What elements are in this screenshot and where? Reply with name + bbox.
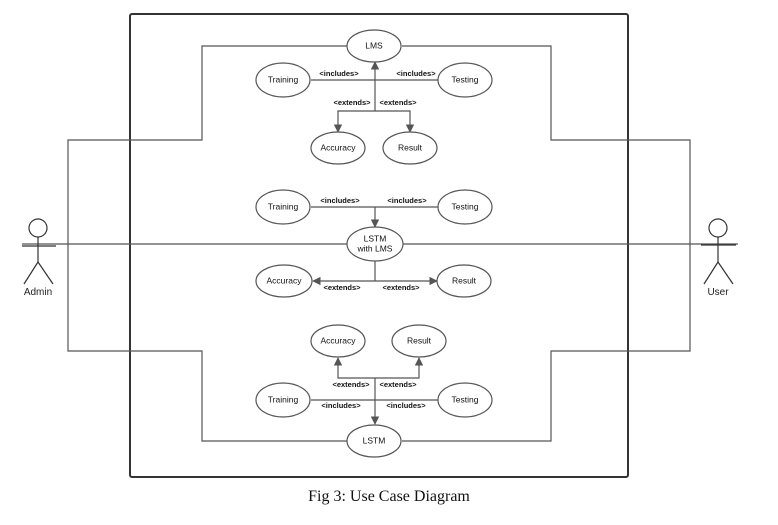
mid-includes-right: <includes> xyxy=(387,196,427,205)
top-training-label: Training xyxy=(268,74,299,84)
mid-training-label: Training xyxy=(268,201,299,211)
top-accuracy-label: Accuracy xyxy=(321,142,357,152)
top-includes-left: <includes> xyxy=(319,69,359,78)
bot-training-label: Training xyxy=(268,394,299,404)
mid-extends-right: <extends> xyxy=(382,283,420,292)
top-includes-right: <includes> xyxy=(396,69,436,78)
bot-lstm-ellipse xyxy=(346,424,402,458)
mid-testing-ellipse xyxy=(437,189,493,225)
top-extends-right: <extends> xyxy=(379,98,417,107)
mid-includes-left: <includes> xyxy=(320,196,360,205)
bot-includes-right: <includes> xyxy=(386,401,426,410)
top-training-ellipse xyxy=(255,62,311,98)
bot-accuracy-label: Accuracy xyxy=(321,335,357,345)
user-bottom-path xyxy=(402,244,691,442)
bot-testing-label: Testing xyxy=(452,394,479,404)
bot-training-ellipse xyxy=(255,382,311,418)
user-top-path xyxy=(402,45,691,244)
top-result-label: Result xyxy=(398,142,423,152)
admin-actor-icon xyxy=(22,218,56,285)
mid-lstm-label: LSTM xyxy=(364,233,387,243)
top-extends-left: <extends> xyxy=(333,98,371,107)
top-result-ellipse xyxy=(382,131,438,165)
bot-extends-right: <extends> xyxy=(379,380,417,389)
top-extends-result xyxy=(375,110,415,133)
mid-result-ellipse xyxy=(436,264,492,298)
bot-result-ellipse xyxy=(391,324,447,358)
bot-result-label: Result xyxy=(407,335,432,345)
user-actor-label: User xyxy=(707,287,729,298)
bot-lstm-label: LSTM xyxy=(363,435,386,445)
top-lms-ellipse xyxy=(346,29,402,63)
bot-extends-result xyxy=(375,357,424,379)
bot-testing-ellipse xyxy=(437,382,493,418)
top-extends-accuracy xyxy=(333,110,375,133)
admin-actor-label: Admin xyxy=(24,287,52,298)
figure-caption: Fig 3: Use Case Diagram xyxy=(308,488,470,505)
actor-connections xyxy=(22,45,738,442)
admin-top-path xyxy=(67,45,347,244)
mid-extends-left: <extends> xyxy=(323,283,361,292)
bot-includes-left: <includes> xyxy=(321,401,361,410)
admin-bottom-path xyxy=(67,244,347,442)
top-testing-ellipse xyxy=(437,62,493,98)
top-testing-label: Testing xyxy=(452,74,479,84)
bot-extends-accuracy xyxy=(333,357,375,379)
mid-lstm-lms-ellipse xyxy=(346,226,404,262)
bot-accuracy-ellipse xyxy=(310,324,366,358)
user-actor-icon xyxy=(701,218,736,285)
bot-extends-left: <extends> xyxy=(332,380,370,389)
mid-with-lms-label: with LMS xyxy=(357,243,393,253)
mid-result-label: Result xyxy=(452,275,477,285)
top-accuracy-ellipse xyxy=(310,131,366,165)
relation-lines xyxy=(311,61,439,425)
mid-accuracy-ellipse xyxy=(255,264,313,298)
mid-testing-label: Testing xyxy=(452,201,479,211)
mid-accuracy-label: Accuracy xyxy=(267,275,303,285)
top-lms-label: LMS xyxy=(365,40,383,50)
system-boundary xyxy=(129,13,629,478)
mid-training-ellipse xyxy=(255,189,311,225)
